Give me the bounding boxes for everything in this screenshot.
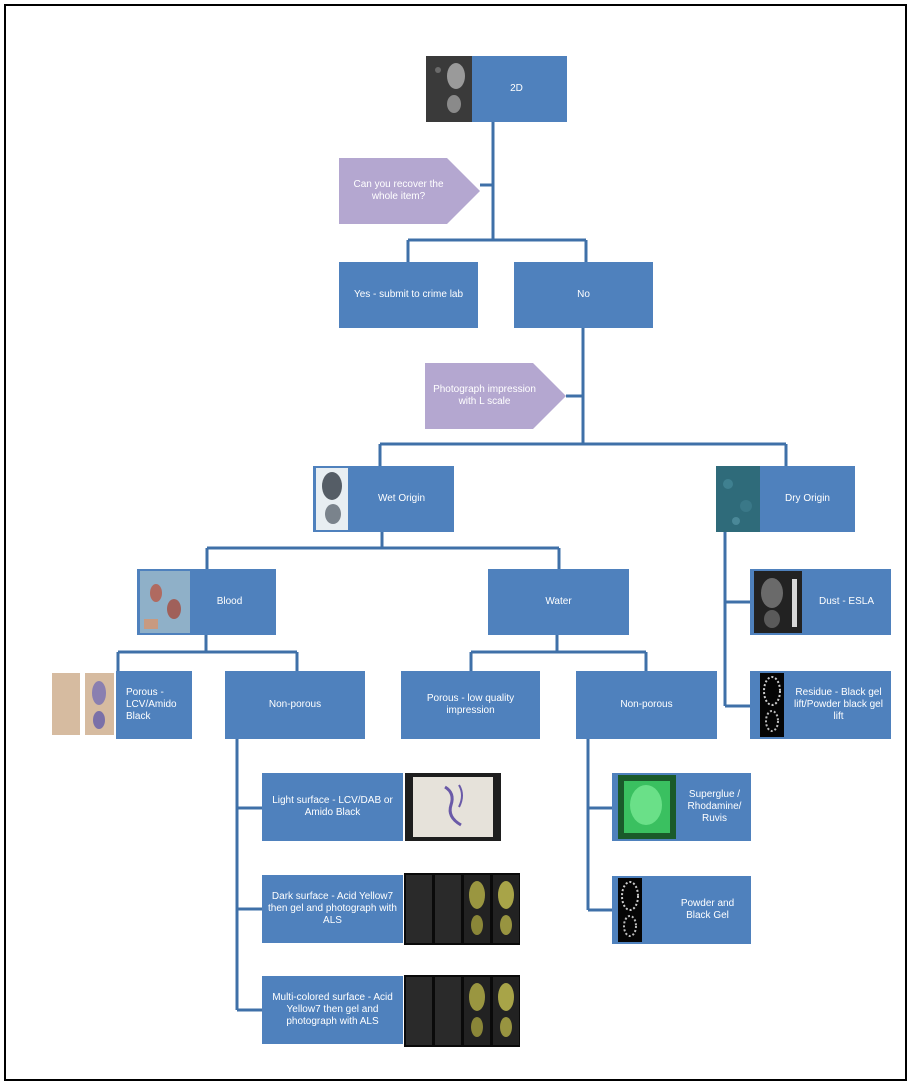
node-no[interactable]: No [514,262,653,328]
node-nonporous-water[interactable]: Non-porous [576,671,717,739]
node-dust-label: Dust - ESLA [818,596,875,607]
node-nonporous-blood-label: Non-porous [268,699,322,710]
node-wet-label: Wet Origin [377,493,426,504]
node-yes-submit[interactable]: Yes - submit to crime lab [339,262,478,328]
node-nonporous-water-label: Non-porous [620,699,673,710]
dark-surface-als-photo-icon [404,873,520,945]
multi-surface-als-photo-icon [404,975,520,1047]
node-water-label: Water [545,596,572,607]
node-porous-water-label: Porous - low quality impression [426,693,515,716]
superglue-fluorescent-photo-icon [618,775,676,839]
node-porous-blood-label: Porous - LCV/Amido Black [126,687,177,722]
node-powder-label: Powder and Black Gel [680,898,735,921]
residue-shoeprint-photo-icon [760,673,784,737]
node-multi-surface-label: Multi-colored surface - Acid Yellow7 the… [272,992,393,1027]
node-no-label: No [577,289,590,300]
node-nonporous-blood[interactable]: Non-porous [225,671,365,739]
wet-footprint-photo-icon [316,468,348,530]
decision-recover-label: Can you recover the whole item? [353,179,444,202]
decision-arrow-shape [339,158,480,224]
node-multi-surface[interactable]: Multi-colored surface - Acid Yellow7 the… [262,976,403,1044]
decision-recover-item[interactable]: Can you recover the whole item? [339,158,480,224]
node-porous-water[interactable]: Porous - low quality impression [401,671,540,739]
node-light-surface[interactable]: Light surface - LCV/DAB or Amido Black [262,773,403,841]
node-superglue-label: Superglue / Rhodamine/ Ruvis [687,789,742,824]
node-porous-blood[interactable]: Porous - LCV/Amido Black [116,671,192,739]
node-dark-surface-label: Dark surface - Acid Yellow7 then gel and… [268,891,397,926]
light-surface-print-photo-icon [405,773,501,841]
dust-shoeprint-photo-icon [754,571,802,633]
powder-gel-shoeprint-photo-icon [618,878,642,942]
node-blood-label: Blood [216,596,243,607]
node-yes-label: Yes - submit to crime lab [353,289,464,300]
node-dry-label: Dry Origin [784,493,830,504]
node-dark-surface[interactable]: Dark surface - Acid Yellow7 then gel and… [262,875,403,943]
dry-footprint-photo-icon [716,466,760,532]
shoeprint-photo-icon [426,56,472,122]
blood-print-photo-icon [140,571,190,633]
decision-photograph[interactable]: Photograph impression with L scale [425,363,566,429]
porous-shoeprint-photo-icon [52,673,114,735]
node-light-surface-label: Light surface - LCV/DAB or Amido Black [272,795,393,818]
node-2d-label: 2D [510,83,523,94]
node-residue-label: Residue - Black gel lift/Powder black ge… [794,687,883,722]
node-water[interactable]: Water [488,569,629,635]
decision-photograph-label: Photograph impression with L scale [433,384,536,407]
decision-arrow-shape [425,363,566,429]
